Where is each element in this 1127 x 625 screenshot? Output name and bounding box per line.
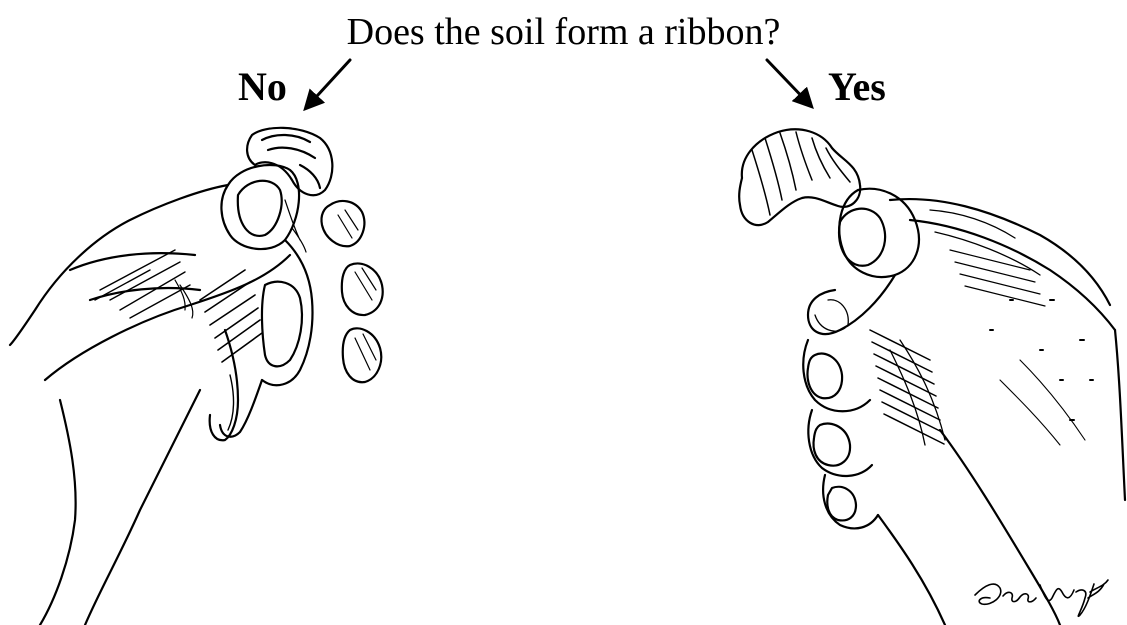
- hand-ribbon: [739, 129, 1125, 625]
- signature-mark: [975, 580, 1108, 616]
- arrow-no: [306, 60, 350, 108]
- hand-no-ribbon: [10, 128, 383, 625]
- arrow-yes: [767, 60, 811, 106]
